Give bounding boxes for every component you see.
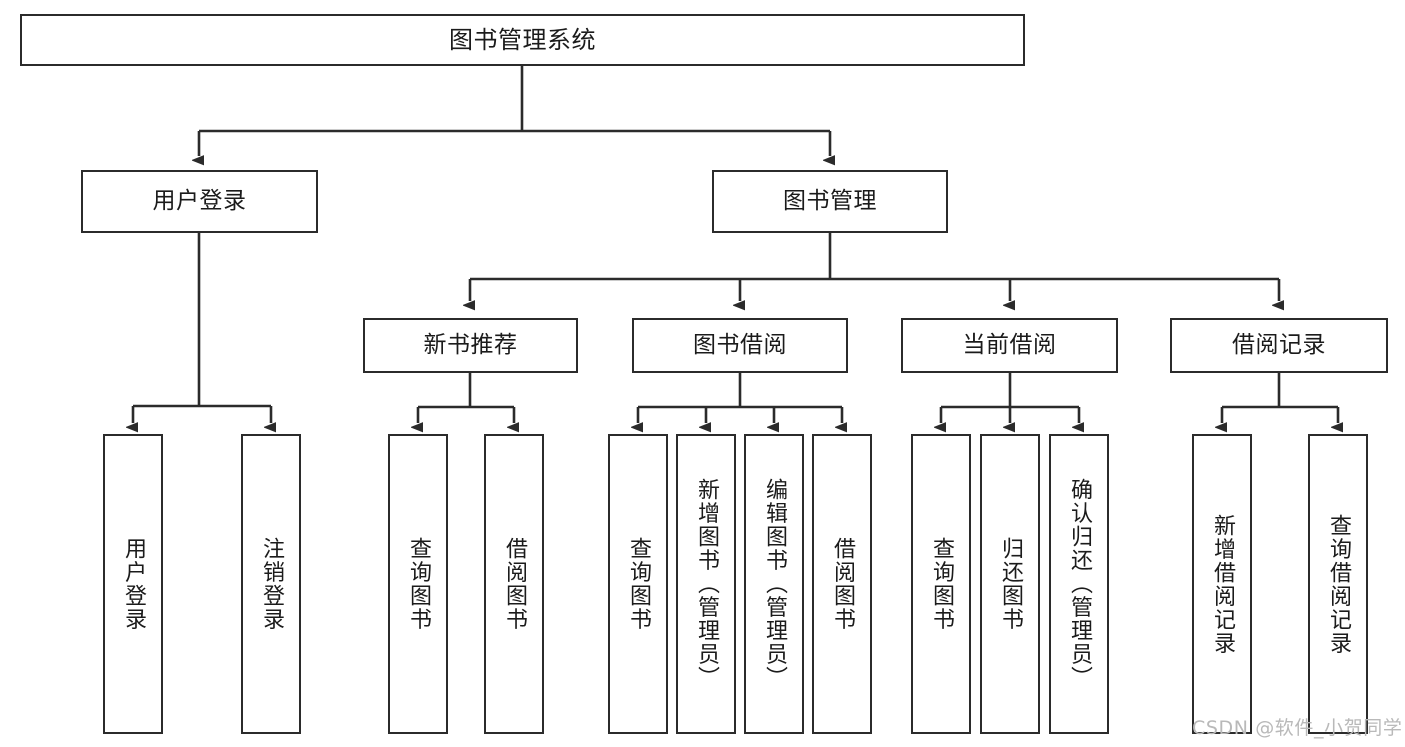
node-book-borrow[interactable]: 图书借阅 [632,318,848,373]
node-book-management[interactable]: 图书管理 [712,170,948,233]
leaf-borrow-add-book-admin[interactable]: 新增图书（管理员） [676,434,736,734]
leaf-borrow-borrow-book[interactable]: 借阅图书 [812,434,872,734]
node-label: 图书借阅 [693,331,787,358]
leaf-user-login-logout[interactable]: 注销登录 [241,434,301,734]
leaf-label: 注销登录 [258,537,284,631]
leaf-label: 借阅图书 [501,537,527,631]
node-root-system[interactable]: 图书管理系统 [20,14,1025,66]
node-new-book-recommend[interactable]: 新书推荐 [363,318,578,373]
node-label: 新书推荐 [423,331,518,358]
leaf-current-return-book[interactable]: 归还图书 [980,434,1040,734]
node-current-borrow[interactable]: 当前借阅 [901,318,1118,373]
node-user-login[interactable]: 用户登录 [81,170,318,233]
node-label: 当前借阅 [962,331,1057,358]
node-borrow-record[interactable]: 借阅记录 [1170,318,1388,373]
leaf-label: 用户登录 [120,537,146,631]
leaf-borrow-query-book[interactable]: 查询图书 [608,434,668,734]
leaf-record-query-record[interactable]: 查询借阅记录 [1308,434,1368,734]
leaf-label: 归还图书 [997,537,1023,631]
node-label: 用户登录 [152,187,247,214]
leaf-label: 查询借阅记录 [1325,513,1351,655]
node-label: 借阅记录 [1232,331,1326,358]
leaf-label: 新增图书（管理员） [693,478,719,690]
leaf-record-add-record[interactable]: 新增借阅记录 [1192,434,1252,734]
leaf-label: 借阅图书 [829,537,855,631]
node-label: 图书管理 [783,187,877,214]
leaf-label: 新增借阅记录 [1209,513,1235,655]
leaf-new-book-query[interactable]: 查询图书 [388,434,448,734]
leaf-label: 查询图书 [405,537,431,631]
leaf-label: 编辑图书（管理员） [761,478,787,690]
leaf-label: 查询图书 [928,537,954,631]
leaf-borrow-edit-book-admin[interactable]: 编辑图书（管理员） [744,434,804,734]
watermark-text: CSDN @软件_小贺同学 [1192,717,1403,739]
leaf-user-login-login[interactable]: 用户登录 [103,434,163,734]
leaf-current-query-book[interactable]: 查询图书 [911,434,971,734]
node-label: 图书管理系统 [449,25,596,54]
leaf-label: 查询图书 [625,537,651,631]
leaf-label: 确认归还（管理员） [1066,478,1092,690]
leaf-current-confirm-return-admin[interactable]: 确认归还（管理员） [1049,434,1109,734]
leaf-new-book-borrow[interactable]: 借阅图书 [484,434,544,734]
